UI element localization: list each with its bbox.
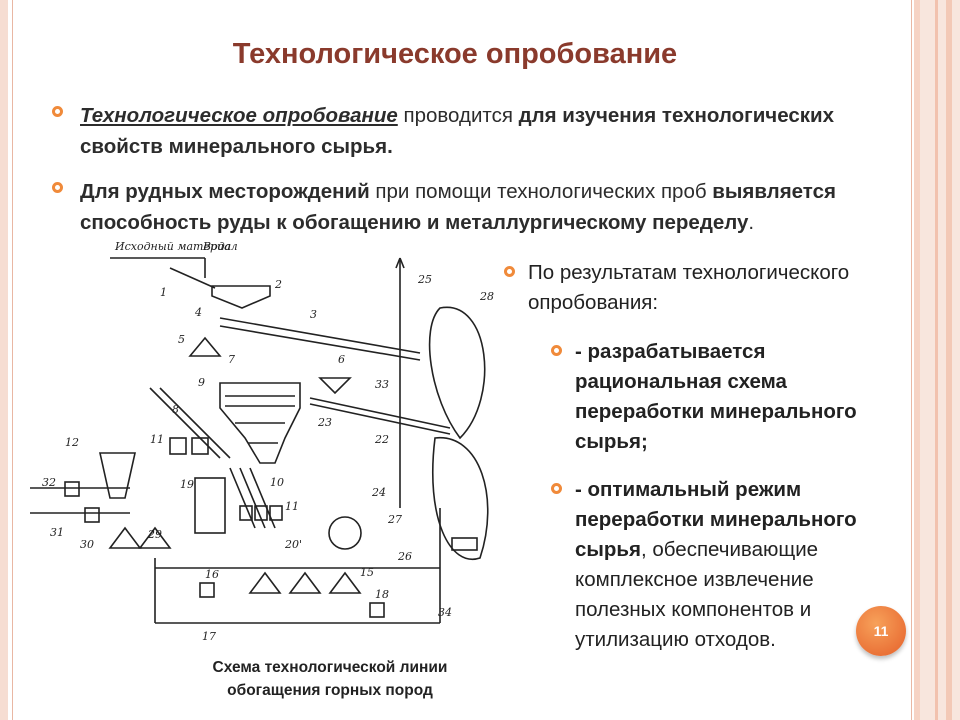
slide-title: Технологическое опробование <box>232 38 678 70</box>
bullet-1: Технологическое опробование проводится д… <box>52 100 910 162</box>
diagram-label-10: 10 <box>270 476 284 489</box>
diagram-label-30: 30 <box>80 538 94 551</box>
diagram-label-29: 29 <box>147 528 162 541</box>
diagram-label-11b: 11 <box>285 500 299 513</box>
bullet-1-term: Технологическое опробование <box>80 104 398 127</box>
diagram-label-4: 4 <box>194 306 202 319</box>
bullet-icon <box>504 266 515 277</box>
results-item-1: - разрабатывается рациональная схема пер… <box>551 337 895 457</box>
diagram-label-8: 8 <box>172 403 179 416</box>
diagram-label-7: 7 <box>228 353 235 366</box>
diagram-label-water: Вода <box>202 240 231 253</box>
diagram-label-15: 15 <box>360 566 374 579</box>
frame-stripe <box>935 0 938 720</box>
process-flow-schematic: Исходный материал Вода 1 2 3 4 5 6 7 8 9… <box>30 240 494 643</box>
results-item-2: - оптимальный режим переработки минераль… <box>551 475 895 655</box>
bullet-2: Для рудных месторождений при помощи техн… <box>52 176 910 238</box>
frame-left-band <box>0 0 8 720</box>
diagram-label-17: 17 <box>202 630 216 643</box>
diagram-label-18: 18 <box>375 588 389 601</box>
frame-left-line <box>12 0 13 720</box>
bullet-1-bold: для изучения технологических свойств мин… <box>80 104 835 158</box>
diagram-label-24: 24 <box>371 486 386 499</box>
diagram-label-11a: 11 <box>150 433 164 446</box>
diagram-label-20: 20' <box>284 538 302 551</box>
diagram-label-31: 31 <box>50 526 64 539</box>
diagram-label-33: 33 <box>375 378 389 391</box>
diagram-label-23: 23 <box>317 416 332 429</box>
results-intro: По результатам технологического опробова… <box>504 258 888 318</box>
diagram-label-19: 19 <box>180 478 194 491</box>
diagram-label-16: 16 <box>205 568 219 581</box>
diagram-label-32: 32 <box>42 476 56 489</box>
frame-right-band <box>920 0 960 720</box>
diagram-label-12: 12 <box>65 436 79 449</box>
bullet-1-text: проводится <box>397 104 519 127</box>
diagram-label-input: Исходный материал <box>114 240 238 253</box>
results-item-2-bold: - оптимальный режим переработки минераль… <box>575 478 857 561</box>
bullet-icon <box>52 182 63 193</box>
frame-right-line <box>911 0 912 720</box>
results-intro-text: По результатам технологического опробова… <box>528 261 850 314</box>
diagram-label-28: 28 <box>479 290 494 303</box>
frame-stripe <box>946 0 952 720</box>
page-number-badge: 11 <box>856 606 906 656</box>
diagram-label-5: 5 <box>178 333 185 346</box>
bullet-2-bold-a: Для рудных месторождений <box>80 180 370 203</box>
diagram-caption: Схема технологической линии обогащения г… <box>212 659 448 699</box>
bullet-icon <box>551 483 562 494</box>
diagram-label-27: 27 <box>387 513 402 526</box>
bullet-2-text-b: . <box>748 211 755 234</box>
diagram-label-1: 1 <box>160 286 167 299</box>
results-item-2-text: , обеспечивающие комплексное извлечение … <box>575 538 819 651</box>
diagram-label-2: 2 <box>274 278 282 291</box>
diagram-label-3: 3 <box>310 308 317 321</box>
diagram-label-9: 9 <box>198 376 205 389</box>
bullet-2-bold-b: выявляется способность руды к обогащению… <box>80 180 836 234</box>
diagram-label-34: 34 <box>438 606 452 619</box>
bullet-icon <box>551 345 562 356</box>
diagram-label-25: 25 <box>417 273 432 286</box>
bullet-2-text-a: при помощи технологических проб <box>369 180 713 203</box>
results-item-1-text: - разрабатывается рациональная схема пер… <box>575 340 857 453</box>
diagram-label-22: 22 <box>374 433 389 446</box>
diagram-label-6: 6 <box>338 353 345 366</box>
bullet-icon <box>52 106 63 117</box>
process-diagram: Исходный материал Вода 1 2 3 4 5 6 7 8 9… <box>20 238 520 660</box>
diagram-label-26: 26 <box>397 550 412 563</box>
frame-stripe <box>914 0 920 720</box>
